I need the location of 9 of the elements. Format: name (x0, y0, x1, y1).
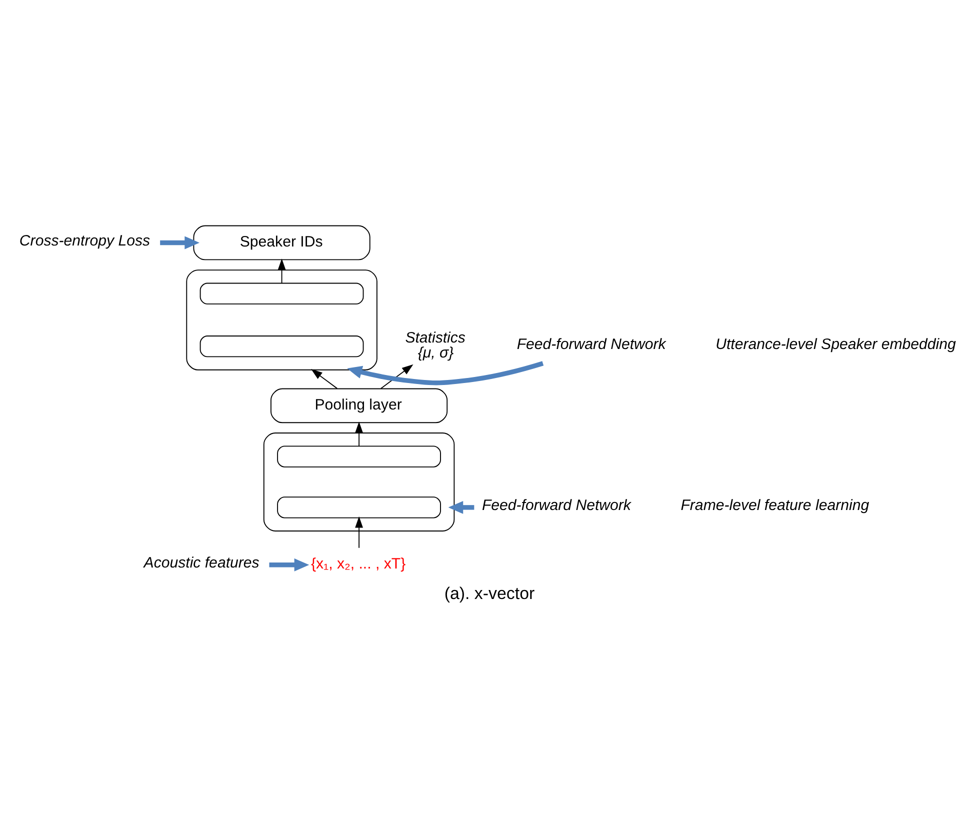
caption: (a). x-vector (444, 584, 535, 603)
label: Utterance-level Speaker embedding (716, 335, 956, 352)
node-text: {x₁, x₂, ... , xT} (310, 554, 406, 572)
node-text: Cross-entropy Loss (19, 232, 150, 249)
node-text: Feed-forward Network (482, 496, 631, 514)
node-text: Feed-forward Network (516, 335, 666, 352)
label: Frame-level feature learning (680, 496, 870, 514)
node-text: Acoustic features (144, 554, 260, 572)
node-text: Statistics {μ, σ} (405, 328, 466, 361)
